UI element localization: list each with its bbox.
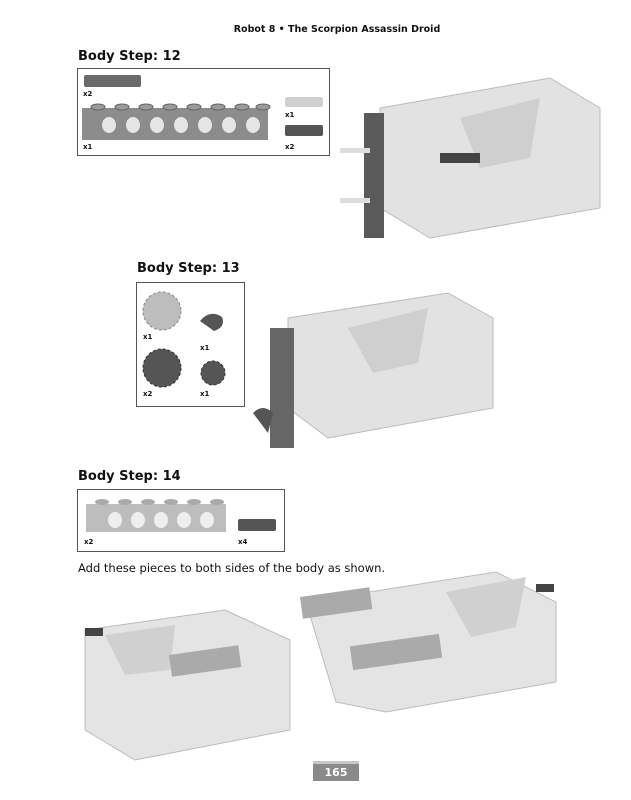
step-13-parts-illustration: [142, 291, 226, 388]
step-14-parts-illustration: [86, 499, 276, 532]
qty-label: x1: [200, 344, 210, 352]
step-12-title: Body Step: 12: [78, 49, 181, 64]
qty-label: x1: [83, 143, 93, 151]
qty-label: x2: [83, 90, 93, 98]
step-14-model-right-illustration: [299, 571, 557, 713]
qty-label: x2: [84, 538, 94, 546]
step-13-title: Body Step: 13: [137, 261, 240, 276]
step-13-model-illustration: [253, 292, 494, 448]
step-12-parts-box: x2 x1 x1 x2: [77, 68, 330, 156]
qty-label: x1: [143, 333, 153, 341]
qty-label: x1: [285, 111, 295, 119]
qty-label: x4: [238, 538, 248, 546]
step-14-parts-box: x2 x4: [77, 489, 285, 552]
running-header: Robot 8 • The Scorpion Assassin Droid: [233, 24, 441, 35]
qty-label: x1: [200, 390, 210, 398]
step-12-parts-illustration: [82, 75, 323, 140]
qty-label: x2: [285, 143, 295, 151]
instruction-text: Add these pieces to both sides of the bo…: [78, 561, 386, 575]
step-14-model-left-illustration: [84, 609, 291, 761]
page-number: 165: [313, 761, 359, 781]
step-12-model-illustration: [340, 77, 601, 239]
step-13-parts-box: x1 x1 x2 x1: [136, 282, 245, 407]
step-14-title: Body Step: 14: [78, 469, 181, 484]
qty-label: x2: [143, 390, 153, 398]
